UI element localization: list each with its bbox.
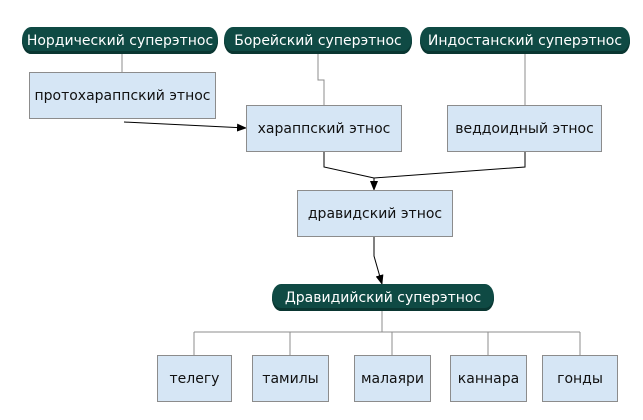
veddoid-ethnos-node: веддоидный этнос: [447, 105, 602, 152]
connector-boreal-harappan: [317, 52, 325, 105]
harappan-ethnos-label: хараппский этнос: [257, 120, 391, 137]
people-label-gondy: гонды: [557, 370, 603, 387]
nordic-superethnos-label: Нордический суперэтнос: [26, 32, 214, 49]
nordic-superethnos-node: Нордический суперэтнос: [22, 27, 218, 54]
people-node-malayari: малаяри: [354, 355, 431, 402]
people-label-malayari: малаяри: [360, 370, 425, 387]
people-node-gondy: гонды: [542, 355, 618, 402]
people-label-telegu: телегу: [169, 370, 220, 387]
connector-harappan-junction: [323, 151, 375, 179]
indostan-superethnos-node: Индостанский суперэтнос: [420, 27, 630, 54]
dravidian-superethnos-node: Дравидийский суперэтнос: [272, 284, 494, 311]
people-label-tamily: тамилы: [262, 370, 319, 387]
arrow-protoharappan-harappan: [123, 121, 247, 132]
protoharappan-ethnos-label: протохараппский этнос: [34, 87, 211, 104]
dravidian-ethnos-node: дравидский этнос: [297, 190, 453, 237]
harappan-ethnos-node: хараппский этнос: [246, 105, 402, 152]
indostan-superethnos-label: Индостанский суперэтнос: [427, 32, 623, 49]
arrow-dravidian-superethnos: [373, 236, 384, 285]
dravidian-superethnos-label: Дравидийский суперэтнос: [284, 289, 482, 306]
people-node-telegu: телегу: [157, 355, 232, 402]
boreal-superethnos-label: Борейский суперэтнос: [234, 32, 402, 49]
dravidian-ethnos-label: дравидский этнос: [307, 205, 443, 222]
people-label-kannara: каннара: [457, 370, 520, 387]
connector-veddoid-junction: [373, 151, 526, 179]
people-node-kannara: каннара: [450, 355, 527, 402]
protoharappan-ethnos-node: протохараппский этнос: [29, 72, 216, 119]
people-node-tamily: тамилы: [252, 355, 329, 402]
veddoid-ethnos-label: веддоидный этнос: [455, 120, 594, 137]
boreal-superethnos-node: Борейский суперэтнос: [224, 27, 412, 54]
